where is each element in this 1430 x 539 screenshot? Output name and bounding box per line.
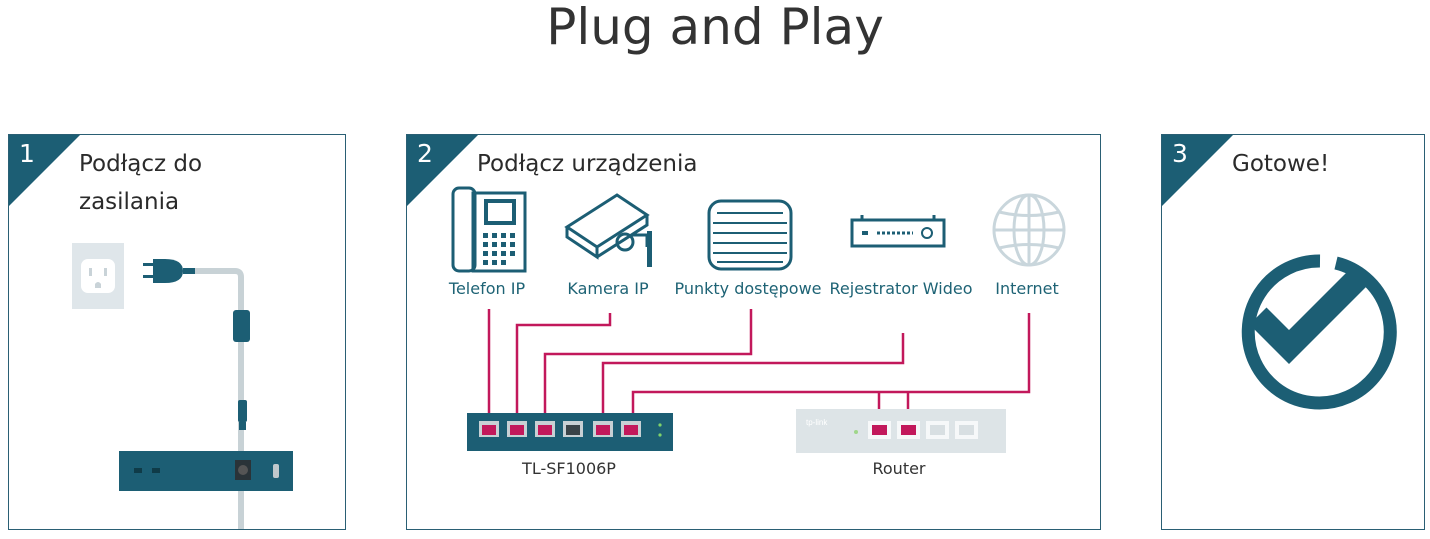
access-point-icon <box>707 199 793 271</box>
router-brand-label: tp-link <box>806 418 828 427</box>
internet-globe-icon <box>992 193 1066 267</box>
step-2-corner <box>407 135 478 206</box>
cable-internet-switch <box>631 313 1031 425</box>
device-label-internet: Internet <box>995 279 1059 298</box>
router-label: Router <box>872 459 926 478</box>
cable-recorder <box>601 333 905 425</box>
connection-diagram: tp-link <box>451 186 1066 453</box>
device-label-video-recorder: Rejestrator Wideo <box>829 279 973 298</box>
check-circle-icon <box>1241 254 1397 410</box>
cable-camera <box>515 313 612 425</box>
step-3-panel: 3 Gotowe! <box>1161 134 1425 530</box>
step-2-title: Podłącz urządzenia <box>477 151 698 177</box>
step-1-title: Podłącz do zasilania <box>79 151 203 215</box>
device-label-ip-phone: Telefon IP <box>448 279 526 298</box>
step-3-corner <box>1162 135 1233 206</box>
power-plug-icon <box>143 259 195 283</box>
checkmark-icon <box>1249 269 1367 364</box>
step-2-number: 2 <box>417 139 433 168</box>
dc-jack-icon <box>238 400 247 422</box>
step-1-corner <box>9 135 80 206</box>
ip-camera-icon <box>564 193 652 267</box>
ip-phone-icon <box>451 186 527 273</box>
switch-rear-icon <box>119 451 293 491</box>
ethernet-cables <box>487 309 1031 425</box>
power-cable <box>195 268 244 529</box>
page-title: Plug and Play <box>546 0 884 56</box>
cable-access-point <box>543 309 753 425</box>
switch-tl-sf1006p-icon <box>467 413 673 451</box>
step-2-panel: 2 Podłącz urządzenia <box>406 134 1101 530</box>
power-illustration <box>72 243 293 529</box>
switch-label: TL-SF1006P <box>522 459 616 478</box>
step-1-number: 1 <box>19 139 35 168</box>
step-3-title: Gotowe! <box>1232 151 1330 177</box>
wall-outlet-icon <box>72 243 124 309</box>
step-1-panel: 1 Podłącz do zasilania <box>8 134 346 530</box>
video-recorder-icon <box>850 215 946 248</box>
device-label-ip-camera: Kamera IP <box>567 279 649 298</box>
router-icon: tp-link <box>796 409 1006 453</box>
checkmark-illustration <box>1241 254 1397 410</box>
device-label-access-points: Punkty dostępowe <box>674 279 822 298</box>
power-adapter-icon <box>233 310 250 342</box>
step-3-number: 3 <box>1172 139 1188 168</box>
